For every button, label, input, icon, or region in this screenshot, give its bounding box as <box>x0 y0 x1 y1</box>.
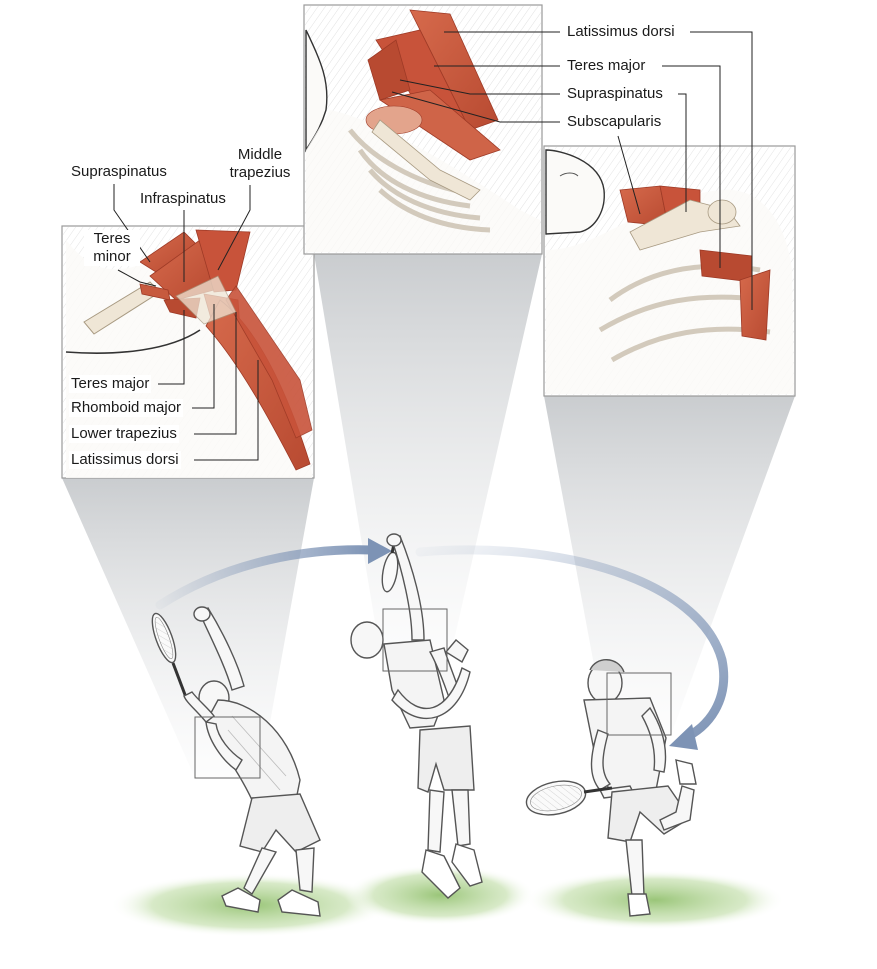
label-middle-trapezius: Middle trapezius <box>222 146 298 182</box>
grass-patch-right <box>525 870 785 930</box>
label-subscapularis: Subscapularis <box>565 113 663 131</box>
projection-beam-center <box>314 254 542 671</box>
label-infraspinatus: Infraspinatus <box>138 190 228 208</box>
label-teres-major-top: Teres major <box>565 57 647 75</box>
label-lower-trapezius: Lower trapezius <box>69 425 179 443</box>
label-supraspinatus-back: Supraspinatus <box>69 163 169 181</box>
label-rhomboid-major: Rhomboid major <box>69 399 183 417</box>
muscle-latissimus-dorsi-front <box>740 270 770 340</box>
label-latissimus-dorsi-back: Latissimus dorsi <box>69 451 181 469</box>
label-teres-minor: Teres minor <box>84 230 140 266</box>
label-latissimus-dorsi-top: Latissimus dorsi <box>565 23 677 41</box>
panel-top-shoulder <box>304 5 560 254</box>
label-supraspinatus-top: Supraspinatus <box>565 85 665 103</box>
label-teres-major-back: Teres major <box>69 375 151 393</box>
